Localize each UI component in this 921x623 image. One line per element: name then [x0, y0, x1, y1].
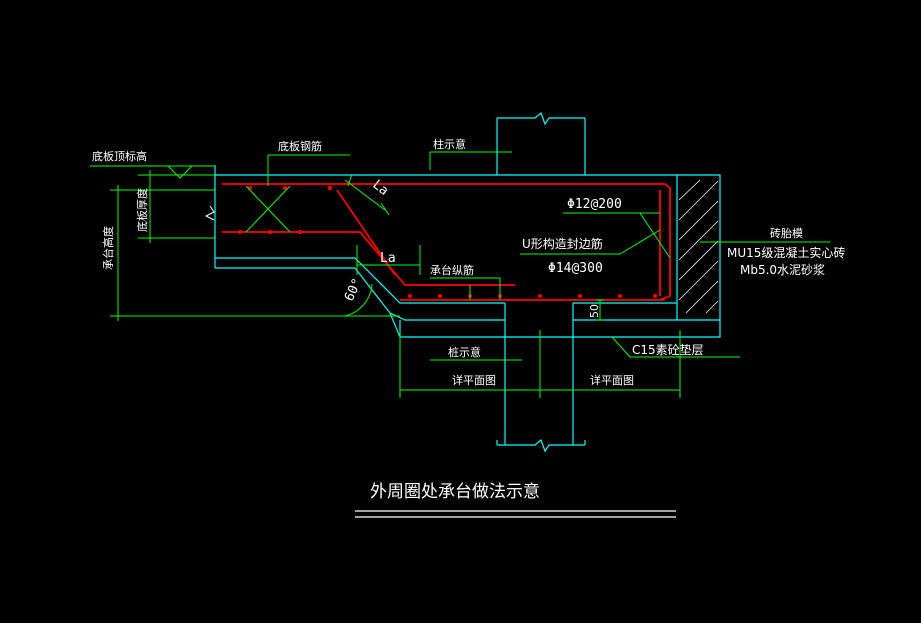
- break-symbol: [204, 205, 215, 221]
- brick-mould: [676, 174, 721, 320]
- drawing-title: 外周圈处承台做法示意: [370, 482, 540, 502]
- angle-label: 60°: [342, 276, 366, 304]
- slab-top-elev-label: 底板顶标高: [92, 149, 147, 163]
- slab-thickness-label: 底板厚度: [135, 188, 149, 232]
- column-upper: [496, 111, 586, 175]
- dim-50-label: 50: [588, 304, 601, 318]
- cap-height-label: 承台高度: [101, 226, 115, 270]
- mortar-spec-label: Mb5.0水泥砂浆: [740, 262, 825, 277]
- concrete-outline: [214, 111, 721, 453]
- u-bar-label: U形构造封边筋: [522, 236, 603, 251]
- brick-mould-label: 砖胎模: [770, 226, 803, 240]
- brick-hatch: [678, 179, 719, 314]
- dimension-lines: [90, 151, 830, 398]
- slope-bar: [336, 189, 396, 276]
- la-upper-label: La: [370, 177, 392, 198]
- column-top-label: 柱示意: [433, 137, 466, 151]
- rebar-300-label: Φ14@300: [548, 261, 603, 276]
- bedding-outline: [354, 267, 721, 338]
- column-bottom-label: 桩示意: [448, 345, 481, 359]
- slab-rebar-label: 底板钢筋: [278, 139, 322, 153]
- plan-ref-right-label: 详平面图: [590, 373, 634, 387]
- slab-bottom-line: [215, 257, 505, 304]
- rebar-200-label: Φ12@200: [567, 197, 622, 212]
- brick-spec-label: MU15级混凝土实心砖: [727, 245, 845, 260]
- bottom-slab-rebar: [222, 231, 515, 286]
- pile-outline: [496, 303, 586, 453]
- cap-long-bar-label: 承台纵筋: [430, 263, 474, 277]
- la-lower-label: La: [380, 251, 396, 266]
- top-slab-rebar: [222, 183, 671, 301]
- bedding-label: C15素砼垫层: [632, 342, 704, 357]
- plan-ref-left-label: 详平面图: [452, 373, 496, 387]
